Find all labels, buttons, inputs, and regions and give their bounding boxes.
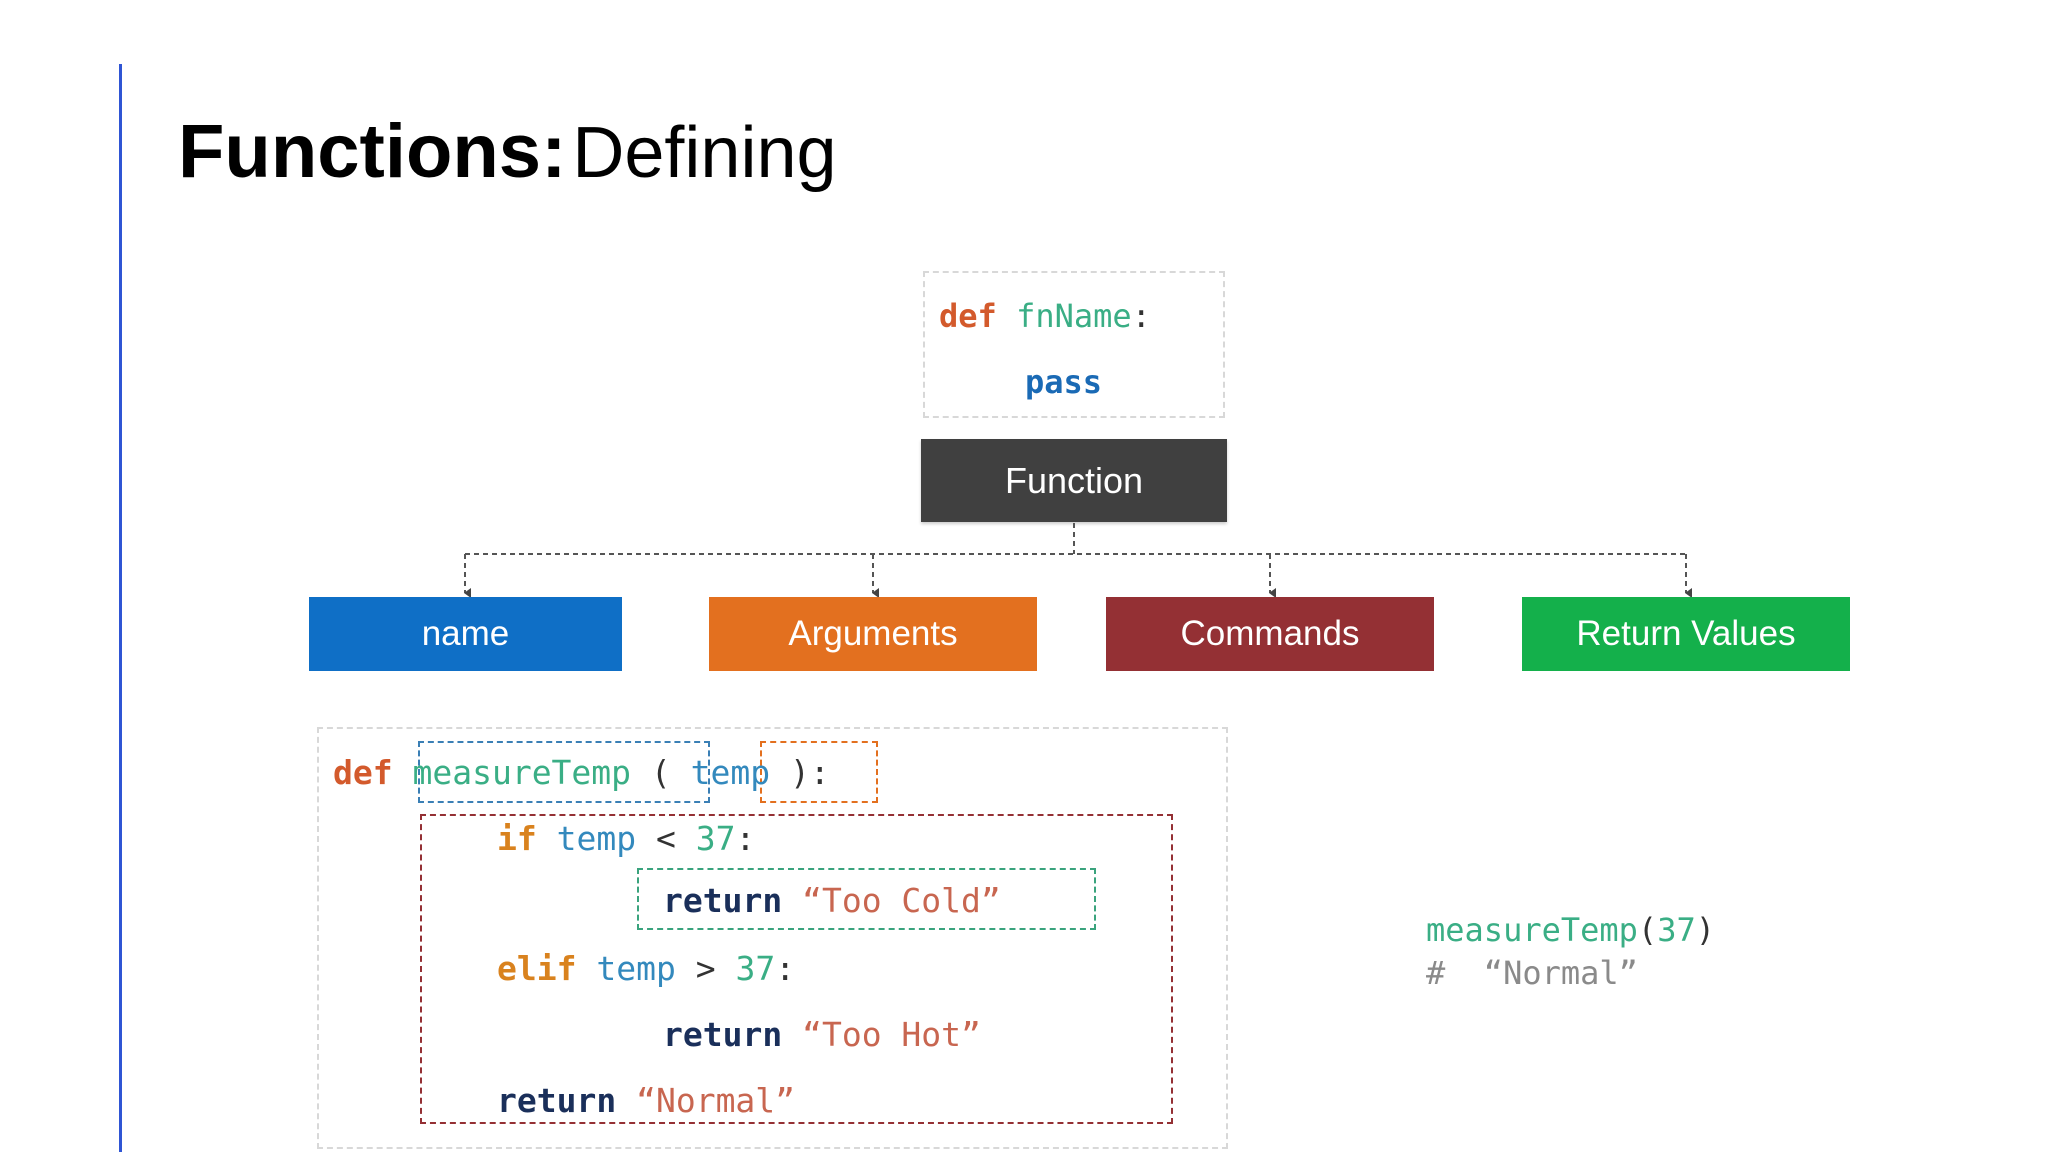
code-line-return-hot: return “Too Hot” (663, 1015, 981, 1055)
elif-colon: : (775, 949, 796, 988)
keyword-def: def (939, 297, 997, 335)
argument-name: temp (690, 753, 771, 792)
title-bold: Functions: (178, 109, 567, 194)
def-template-line2: pass (1025, 363, 1102, 401)
def-template-box: def fnName: pass (923, 271, 1225, 418)
code-line-if: if temp < 37: (497, 819, 755, 859)
if-colon: : (735, 819, 756, 858)
example-comment: # “Normal” (1426, 954, 1638, 992)
highlight-name-box (418, 741, 710, 803)
function-box: Function (921, 439, 1227, 522)
elif-variable: temp (596, 949, 676, 988)
return-string: “Normal” (636, 1081, 796, 1120)
accent-rule (119, 64, 122, 1152)
keyword-return: return (663, 1015, 783, 1054)
code-line-return-cold: return “Too Cold” (663, 881, 1001, 921)
code-line-elif: elif temp > 37: (497, 949, 795, 989)
code-line-def: def measureTemp ( temp ): (333, 753, 830, 793)
highlight-argument-box (760, 741, 878, 803)
keyword-pass: pass (1025, 363, 1103, 401)
def-template-line1: def fnName: (939, 297, 1151, 335)
colon: : (1131, 297, 1151, 335)
if-operator: < (655, 819, 676, 858)
function-name: measureTemp (412, 753, 632, 792)
keyword-elif: elif (497, 949, 577, 988)
keyword-def: def (333, 753, 393, 792)
elif-operator: > (695, 949, 716, 988)
paren-close: ): (790, 753, 830, 792)
if-number: 37 (695, 819, 736, 858)
return-string: “Too Cold” (802, 881, 1001, 920)
example-argument: 37 (1657, 911, 1696, 949)
slide-title: Functions: Defining (178, 108, 837, 208)
category-arguments: Arguments (709, 597, 1037, 671)
highlight-commands-box (420, 814, 1173, 1124)
example-call: measureTemp(37) (1426, 911, 1715, 949)
keyword-if: if (497, 819, 537, 858)
keyword-return: return (497, 1081, 617, 1120)
example-paren-open: ( (1637, 911, 1658, 949)
highlight-return-box (637, 868, 1096, 930)
code-example-box (317, 727, 1228, 1149)
example-paren-close: ) (1695, 911, 1715, 949)
example-function-name: measureTemp (1426, 911, 1638, 949)
code-line-return-normal: return “Normal” (497, 1081, 795, 1121)
title-regular: Defining (572, 113, 837, 193)
category-return-values: Return Values (1522, 597, 1850, 671)
category-name: name (309, 597, 622, 671)
keyword-return: return (663, 881, 783, 920)
return-string: “Too Hot” (802, 1015, 981, 1054)
if-variable: temp (556, 819, 637, 858)
elif-number: 37 (735, 949, 776, 988)
fn-name: fnName (1016, 297, 1132, 335)
category-commands: Commands (1106, 597, 1434, 671)
paren-open: ( (650, 753, 671, 792)
